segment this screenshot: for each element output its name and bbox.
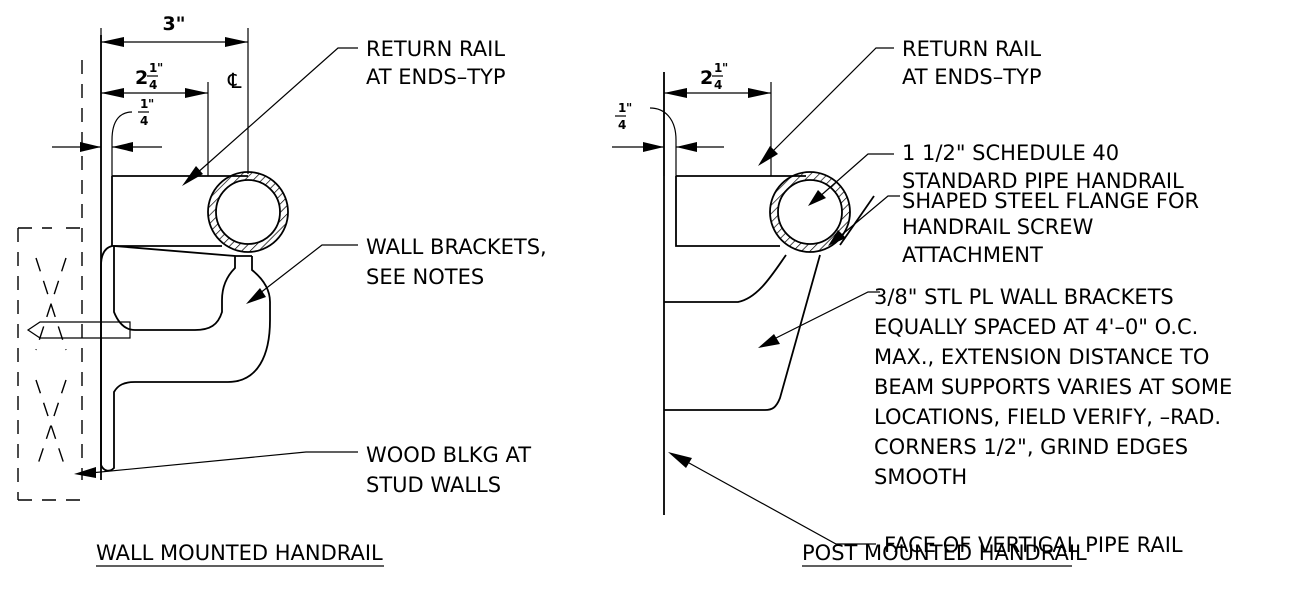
callout-line: STANDARD PIPE HANDRAIL bbox=[902, 169, 1184, 193]
callout-steel-flange: SHAPED STEEL FLANGE FOR HANDRAIL SCREW A… bbox=[902, 189, 1199, 267]
return-rail-block bbox=[111, 175, 248, 247]
callout-line: FACE OF VERTICAL PIPE RAIL bbox=[884, 533, 1183, 557]
pipe-section bbox=[207, 171, 289, 253]
callout-line: 3/8" STL PL WALL BRACKETS bbox=[874, 285, 1174, 309]
post-dim-2-frac-den: 4 bbox=[714, 78, 722, 92]
callout-line: WALL BRACKETS, bbox=[366, 235, 547, 259]
dim-quarter: 1 4 " bbox=[52, 97, 162, 176]
dim-quarter-num: 1 bbox=[140, 97, 148, 111]
callout-line: SMOOTH bbox=[874, 465, 967, 489]
wall-leaders bbox=[74, 47, 358, 478]
post-pipe-section bbox=[769, 171, 851, 253]
screw bbox=[26, 321, 131, 339]
wall-detail-title: WALL MOUNTED HANDRAIL bbox=[96, 541, 383, 565]
wall-mounted-detail: 3" 2 1 4 " ℄ 1 4 " bbox=[17, 13, 547, 567]
dim-quarter-inch: " bbox=[148, 97, 154, 111]
post-dim-2-frac-inch: " bbox=[722, 61, 728, 75]
stud-wall-framing bbox=[17, 227, 80, 501]
dim-quarter-den: 4 bbox=[140, 114, 148, 128]
callout-line: RETURN RAIL bbox=[366, 37, 505, 61]
callout-line: WOOD BLKG AT bbox=[366, 443, 531, 467]
callout-return-rail: RETURN RAIL AT ENDS–TYP bbox=[366, 37, 506, 89]
dim-2-frac-inch: " bbox=[157, 61, 163, 75]
callout-post-return-rail: RETURN RAIL AT ENDS–TYP bbox=[902, 37, 1042, 89]
post-dim-2-frac-num: 1 bbox=[714, 61, 722, 75]
callout-plate-brackets: 3/8" STL PL WALL BRACKETS EQUALLY SPACED… bbox=[874, 285, 1232, 489]
callout-line: BEAM SUPPORTS VARIES AT SOME bbox=[874, 375, 1232, 399]
callout-line: LOCATIONS, FIELD VERIFY, –RAD. bbox=[874, 405, 1221, 429]
post-dim-quarter-num: 1 bbox=[618, 101, 626, 115]
steel-flange bbox=[839, 195, 875, 246]
dim-2-whole: 2 bbox=[135, 67, 148, 89]
callout-wall-brackets: WALL BRACKETS, SEE NOTES bbox=[366, 235, 547, 289]
dim-2-frac-den: 4 bbox=[149, 78, 157, 92]
dim-2-frac-num: 1 bbox=[149, 61, 157, 75]
callout-pipe-handrail: 1 1/2" SCHEDULE 40 STANDARD PIPE HANDRAI… bbox=[902, 141, 1184, 193]
callout-line: MAX., EXTENSION DISTANCE TO bbox=[874, 345, 1209, 369]
post-dim-quarter-inch: " bbox=[626, 101, 632, 115]
callout-wood-blocking: WOOD BLKG AT STUD WALLS bbox=[366, 443, 531, 497]
callout-line: EQUALLY SPACED AT 4'–0" O.C. bbox=[874, 315, 1198, 339]
callout-line: SEE NOTES bbox=[366, 265, 484, 289]
callout-line: AT ENDS–TYP bbox=[902, 65, 1042, 89]
post-leaders bbox=[668, 47, 900, 545]
post-dim-quarter-den: 4 bbox=[618, 118, 626, 132]
post-dim-2-quarter: 2 1 4 " bbox=[663, 61, 772, 176]
callout-line: AT ENDS–TYP bbox=[366, 65, 506, 89]
dim-overall-3in: 3" bbox=[100, 13, 249, 180]
callout-line: ATTACHMENT bbox=[902, 243, 1043, 267]
callout-line: CORNERS 1/2", GRIND EDGES bbox=[874, 435, 1188, 459]
post-mounted-detail: 2 1 4 " 1 4 " bbox=[612, 37, 1232, 567]
centerline-symbol: ℄ bbox=[227, 69, 242, 93]
post-dim-quarter: 1 4 " bbox=[612, 101, 724, 176]
post-dim-2-whole: 2 bbox=[700, 67, 713, 89]
wall-bracket bbox=[100, 245, 271, 472]
post-return-rail-block bbox=[675, 175, 806, 247]
callout-face-of-post: FACE OF VERTICAL PIPE RAIL bbox=[884, 533, 1183, 557]
post-detail-title: POST MOUNTED HANDRAIL bbox=[802, 541, 1087, 565]
callout-line: STUD WALLS bbox=[366, 473, 501, 497]
callout-line: HANDRAIL SCREW bbox=[902, 215, 1094, 239]
post-bracket bbox=[664, 254, 821, 411]
callout-line: 1 1/2" SCHEDULE 40 bbox=[902, 141, 1119, 165]
dim-3in-label: 3" bbox=[162, 13, 185, 35]
dim-2-quarter: 2 1 4 " bbox=[101, 61, 209, 176]
callout-line: SHAPED STEEL FLANGE FOR bbox=[902, 189, 1199, 213]
callout-line: RETURN RAIL bbox=[902, 37, 1041, 61]
